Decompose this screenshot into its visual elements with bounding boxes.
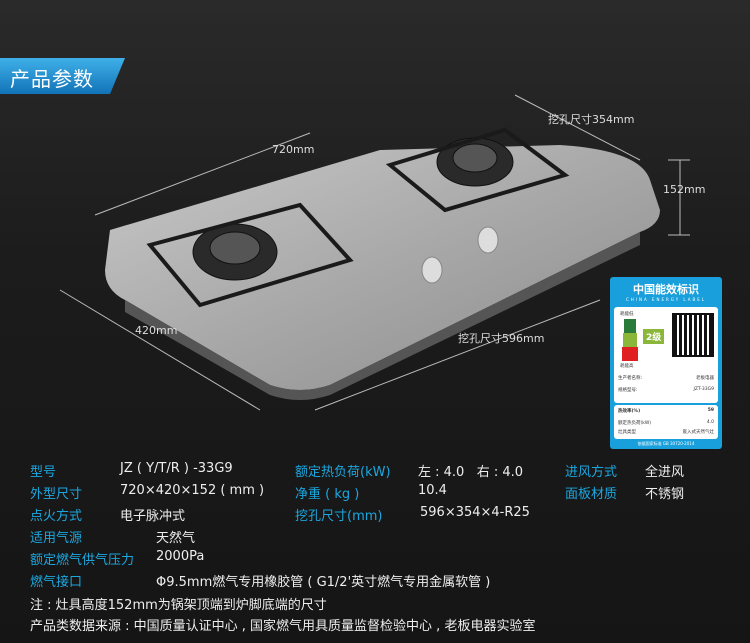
spec-value: 596×354×4-R25 xyxy=(420,505,530,520)
energy-label: 中国能效标识 CHINA ENERGY LABEL 耗能低 耗能高 2级 生产者… xyxy=(610,277,722,449)
spec-key: 净重 ( kg ) xyxy=(295,487,360,502)
stove-panel xyxy=(105,145,660,390)
spec-key: 型号 xyxy=(30,465,57,480)
spec-value: 2000Pa xyxy=(156,549,205,564)
load-label: 额定热负荷(kW) xyxy=(618,421,652,426)
dimension-lines xyxy=(59,94,690,411)
note: 注 : 灶具高度152mm为锅架顶端到炉脚底端的尺寸 xyxy=(30,598,327,613)
grade-badge: 2级 xyxy=(643,329,665,344)
model: JZT-33G9 xyxy=(693,387,714,392)
spec-key: 燃气接口 xyxy=(30,575,83,590)
data-source: 产品类数据来源 : 中国质量认证中心 , 国家燃气用具质量监督检验中心 , 老板… xyxy=(30,619,536,634)
type: 嵌入式天然气灶 xyxy=(682,430,715,435)
spec-key: 点火方式 xyxy=(30,509,83,524)
dim-depth: 420mm xyxy=(135,324,178,337)
grade-bar-3 xyxy=(622,347,638,361)
burner-left xyxy=(192,223,278,281)
section-header: 产品参数 xyxy=(0,58,125,94)
label-bottom: 耗能高 xyxy=(620,364,634,369)
standard: 依据国家标准 GB 30720-2014 xyxy=(637,441,695,446)
load: 4.0 xyxy=(706,420,714,425)
control-knobs xyxy=(421,226,499,284)
spec-value: JZ ( Y/T/R ) -33G9 xyxy=(120,461,233,476)
pan-supports xyxy=(146,127,570,308)
grade-bar-2 xyxy=(623,333,637,347)
spec-key: 外型尺寸 xyxy=(30,487,83,502)
spec-value: Φ9.5mm燃气专用橡胶管 ( G1/2'英寸燃气专用金属软管 ) xyxy=(156,575,491,590)
spec-value: 全进风 xyxy=(645,465,685,480)
spec-value: 不锈钢 xyxy=(645,487,685,502)
energy-label-title: 中国能效标识 xyxy=(633,283,699,296)
spec-key: 挖孔尺寸(mm) xyxy=(295,509,383,524)
dim-height: 152mm xyxy=(663,183,706,196)
section-title: 产品参数 xyxy=(10,67,94,91)
dim-width: 720mm xyxy=(272,143,315,156)
label-top: 耗能低 xyxy=(620,312,634,317)
maker-label: 生产者名称: xyxy=(618,376,643,381)
efficiency: 59 xyxy=(707,408,714,413)
spec-key: 进风方式 xyxy=(565,465,618,480)
spec-value: 10.4 xyxy=(418,483,447,498)
spec-key: 面板材质 xyxy=(565,487,618,502)
efficiency-label: 热效率(%) xyxy=(618,409,641,414)
spec-key: 适用气源 xyxy=(30,531,83,546)
dim-cutout-width: 挖孔尺寸596mm xyxy=(458,332,545,345)
model-label: 规格型号: xyxy=(618,388,638,393)
energy-label-subtitle: CHINA ENERGY LABEL xyxy=(626,297,706,302)
maker: 老板电器 xyxy=(696,376,714,381)
spec-value: 电子脉冲式 xyxy=(120,509,186,524)
spec-value: 720×420×152 ( mm ) xyxy=(120,483,265,498)
spec-key: 额定燃气供气压力 xyxy=(30,553,135,568)
grade-bar-1 xyxy=(624,319,636,333)
type-label: 灶具类型 xyxy=(618,430,636,435)
stove-edge xyxy=(125,232,640,400)
spec-value: 左 : 4.0 右 : 4.0 xyxy=(418,465,524,480)
spec-key: 额定热负荷(kW) xyxy=(295,465,391,480)
burner-right xyxy=(436,137,514,187)
dim-cutout-depth: 挖孔尺寸354mm xyxy=(548,113,635,126)
qr-code xyxy=(672,313,714,357)
spec-value: 天然气 xyxy=(156,531,196,546)
